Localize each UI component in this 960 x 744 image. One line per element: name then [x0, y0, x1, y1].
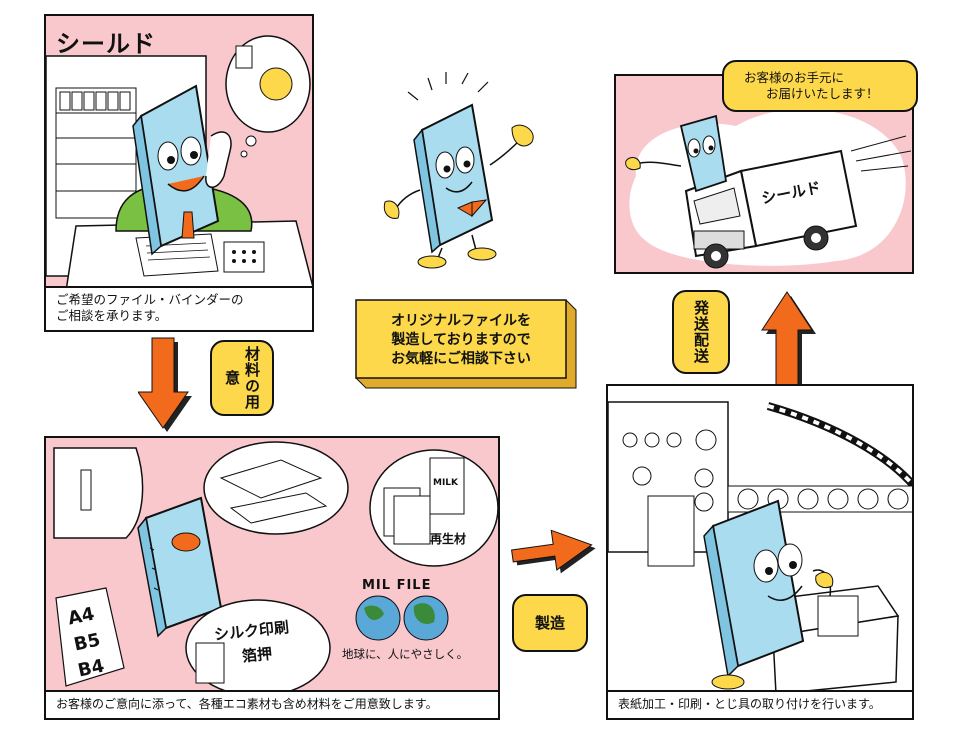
panel-consultation: シールド ご希望のファイル・バインダーの ご相談を承ります。 — [44, 14, 314, 332]
center-message-box: オリジナルファイルを 製造しておりますので お気軽にご相談下さい — [346, 290, 580, 392]
up-arrow-icon — [761, 291, 816, 396]
message-line-3: お気軽にご相談下さい — [391, 351, 531, 367]
company-name: シールド — [56, 30, 156, 58]
down-arrow-icon — [138, 337, 192, 432]
mascot-waving — [383, 72, 534, 269]
recycled-material-label: 再生材 — [430, 532, 467, 546]
eco-slogan: 地球に、人にやさしく。 — [342, 647, 469, 661]
consultation-caption: ご希望のファイル・バインダーの ご相談を承ります。 — [46, 286, 312, 330]
consultation-illustration — [46, 16, 312, 330]
materials-illustration — [46, 438, 498, 718]
manufacturing-illustration — [608, 386, 912, 718]
message-line-1: オリジナルファイルを — [391, 313, 531, 329]
mil-file-logo: MIL FILE — [362, 578, 432, 593]
panel-manufacturing: 表紙加工・印刷・とじ具の取り付けを行います。 — [606, 384, 914, 720]
right-arrow-icon — [511, 529, 596, 574]
center-message: オリジナルファイルを 製造しておりますので お気軽にご相談下さい — [356, 312, 566, 369]
box-shape — [355, 299, 577, 389]
manufacture-step-text: 製造 — [534, 614, 565, 632]
milk-label: MILK — [433, 478, 459, 488]
manufacturing-caption: 表紙加工・印刷・とじ具の取り付けを行います。 — [608, 690, 912, 718]
materials-caption: お客様のご意向に添って、各種エコ素材も含め材料をご用意致します。 — [46, 690, 498, 718]
manufacture-step-label: 製造 — [512, 594, 588, 652]
bubble-line-2: お届けいたします！ — [766, 86, 879, 101]
panel-materials: A4 B5 B4 シルク印刷 箔押 MILK 再生材 MIL FILE 地球に、… — [44, 436, 500, 720]
delivery-speech-bubble: お客様のお手元に お届けいたします！ — [722, 60, 918, 112]
shipping-step-label: 発送配送 — [672, 290, 730, 374]
bubble-line-1: お客様のお手元に — [744, 70, 845, 85]
materials-step-label: 材料の用意 — [210, 340, 274, 416]
caption-line-1: ご希望のファイル・バインダーの — [56, 292, 244, 307]
foil-stamp-label: 箔押 — [241, 644, 273, 666]
materials-step-text: 材料の用意 — [223, 346, 261, 410]
message-line-2: 製造しておりますので — [391, 332, 531, 348]
caption-line-2: ご相談を承ります。 — [56, 308, 168, 323]
shipping-step-text: 発送配送 — [692, 300, 710, 364]
